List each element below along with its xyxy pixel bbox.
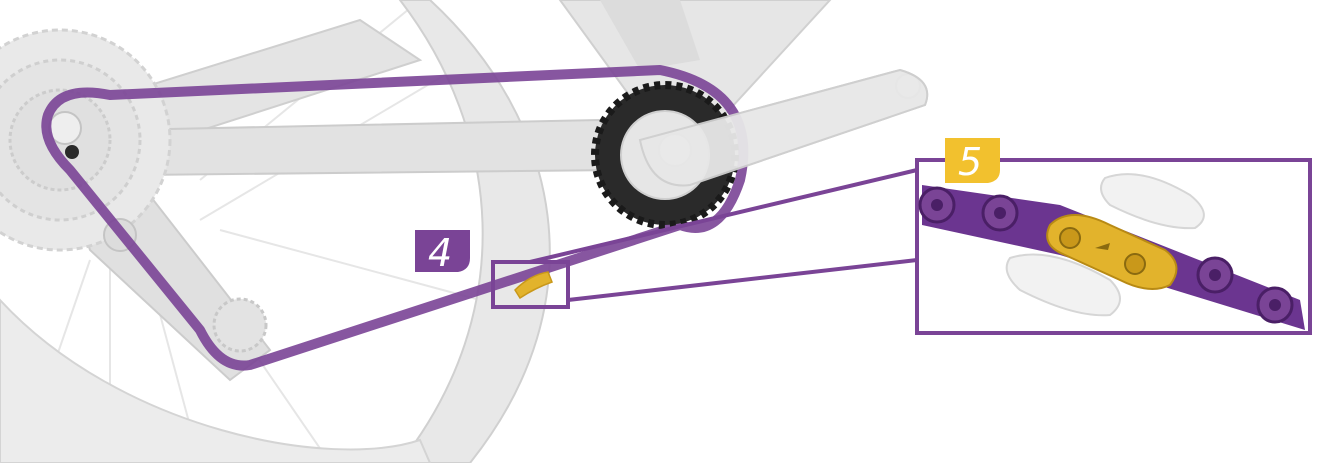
chainring-icon bbox=[595, 70, 927, 225]
callout-5: 5 bbox=[917, 138, 1310, 333]
callout-5-number: 5 bbox=[958, 140, 982, 184]
callout-4-number: 4 bbox=[428, 231, 452, 275]
